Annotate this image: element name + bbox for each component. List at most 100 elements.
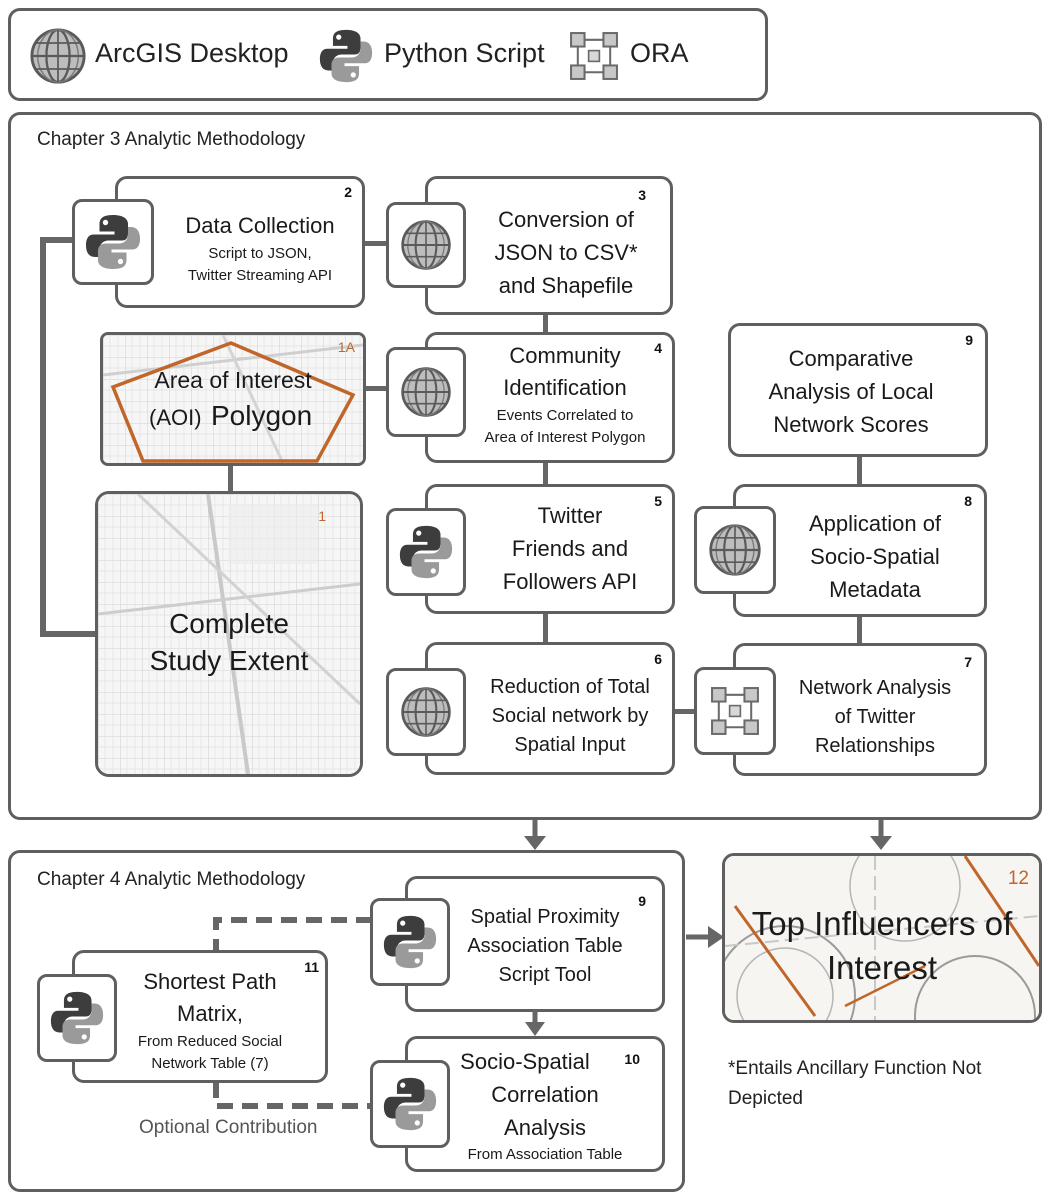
node-number: 11 — [304, 959, 319, 975]
connector — [857, 455, 862, 486]
node-line: Relationships — [814, 735, 936, 757]
node-line: Socio-Spatial — [460, 1049, 590, 1074]
connector — [543, 612, 548, 644]
node-line: Analysis — [504, 1115, 586, 1140]
node-line: Interest — [826, 949, 938, 986]
legend-ora-label: ORA — [630, 38, 689, 68]
python-icon — [83, 212, 143, 272]
node-line: JSON to CSV* — [494, 240, 638, 265]
globe-icon-box — [386, 347, 466, 437]
node-line: Polygon — [211, 400, 313, 431]
study-extent-map-image — [98, 494, 360, 774]
legend-python-label: Python Script — [384, 38, 545, 68]
network-icon-box — [694, 667, 776, 755]
dashed-connector — [213, 917, 378, 1109]
node-reduction: 6 Reduction of Total Social network by S… — [425, 642, 675, 775]
python-icon-box — [37, 974, 117, 1062]
node-line: Network Scores — [773, 412, 929, 437]
node-top-influencers: 12 Top Influencers of Interest — [722, 853, 1042, 1023]
node-line: Comparative — [788, 346, 914, 371]
connector — [40, 237, 46, 637]
node-data-collection: 2 Data Collection Script to JSON, Twitte… — [115, 176, 365, 308]
node-number: 8 — [964, 493, 972, 509]
globe-icon — [400, 219, 452, 271]
node-number: 2 — [344, 184, 352, 200]
node-socio-spatial-metadata: 8 Application of Socio-Spatial Metadata — [733, 484, 987, 617]
connector — [543, 312, 548, 340]
python-icon-box — [72, 199, 154, 285]
node-number: 7 — [964, 654, 972, 670]
node-line: Metadata — [829, 577, 921, 602]
node-subtitle: Network Table (7) — [151, 1055, 269, 1072]
node-subtitle: Area of Interest Polygon — [484, 429, 646, 446]
node-number: 5 — [654, 493, 662, 509]
node-line: Area of Interest — [154, 367, 312, 393]
python-icon — [381, 913, 439, 971]
node-number: 3 — [638, 187, 646, 203]
node-community-identification: 4 Community Identification Events Correl… — [425, 332, 675, 463]
node-number: 9 — [965, 332, 973, 348]
globe-icon — [708, 523, 762, 577]
footnote-line: Depicted — [728, 1088, 803, 1109]
node-number: 1A — [337, 339, 355, 355]
node-subtitle: From Reduced Social — [137, 1033, 283, 1050]
node-line: Reduction of Total — [490, 676, 650, 698]
chapter3-title: Chapter 3 Analytic Methodology — [37, 129, 306, 150]
arrow-down — [525, 1010, 545, 1036]
legend-arcgis-label: ArcGIS Desktop — [95, 38, 289, 68]
chapter4-title: Chapter 4 Analytic Methodology — [37, 869, 306, 890]
node-line: Matrix, — [177, 1001, 243, 1026]
node-line: Association Table — [467, 935, 623, 957]
arrow-down — [524, 820, 546, 850]
node-number: 12 — [1007, 868, 1029, 889]
node-line: Shortest Path — [143, 969, 277, 994]
node-number: 1 — [318, 508, 326, 524]
network-icon — [708, 684, 762, 738]
node-line: Conversion of — [498, 207, 634, 232]
node-subtitle: Script to JSON, — [208, 245, 312, 262]
globe-icon-box — [386, 202, 466, 288]
node-line: Twitter — [537, 503, 603, 528]
node-study-extent: 1 Complete Study Extent — [95, 491, 363, 777]
connector — [228, 462, 233, 492]
python-icon — [317, 27, 375, 85]
python-icon-box — [370, 898, 450, 986]
node-line: Social network by — [491, 705, 649, 727]
node-area-of-interest: 1A Area of Interest (AOI) Polygon — [100, 332, 366, 466]
node-number: 10 — [624, 1051, 640, 1067]
node-line: Study Extent — [149, 645, 309, 676]
arrow-right — [686, 926, 724, 948]
node-subtitle: Twitter Streaming API — [187, 267, 333, 284]
globe-icon-box — [694, 506, 776, 594]
node-title: Data Collection — [185, 213, 335, 238]
node-line: Network Analysis — [798, 677, 952, 699]
node-line-prefix: (AOI) — [149, 405, 202, 430]
connector — [362, 241, 392, 246]
connector — [40, 237, 86, 243]
node-line: Spatial Input — [514, 734, 626, 756]
node-line: Correlation — [491, 1082, 599, 1107]
connector — [40, 631, 98, 637]
node-line: Analysis of Local — [768, 379, 934, 404]
python-icon — [381, 1075, 439, 1133]
globe-icon — [29, 27, 87, 85]
connector — [671, 709, 699, 714]
python-icon — [397, 523, 455, 581]
node-subtitle: Events Correlated to — [496, 407, 634, 424]
node-line: Complete — [169, 608, 289, 639]
node-number: 9 — [638, 893, 646, 909]
node-line: Followers API — [502, 569, 638, 594]
node-line: Friends and — [511, 536, 629, 561]
node-twitter-api: 5 Twitter Friends and Followers API — [425, 484, 675, 614]
node-line: of Twitter — [834, 706, 916, 728]
node-number: 6 — [654, 651, 662, 667]
connector — [543, 460, 548, 486]
aoi-map-image — [103, 335, 363, 463]
globe-icon — [400, 366, 452, 418]
node-number: 4 — [654, 340, 662, 356]
node-line: and Shapefile — [498, 273, 634, 298]
connector — [857, 615, 862, 646]
node-line: Script Tool — [498, 964, 592, 986]
globe-icon-box — [386, 668, 466, 756]
connector — [362, 386, 392, 391]
